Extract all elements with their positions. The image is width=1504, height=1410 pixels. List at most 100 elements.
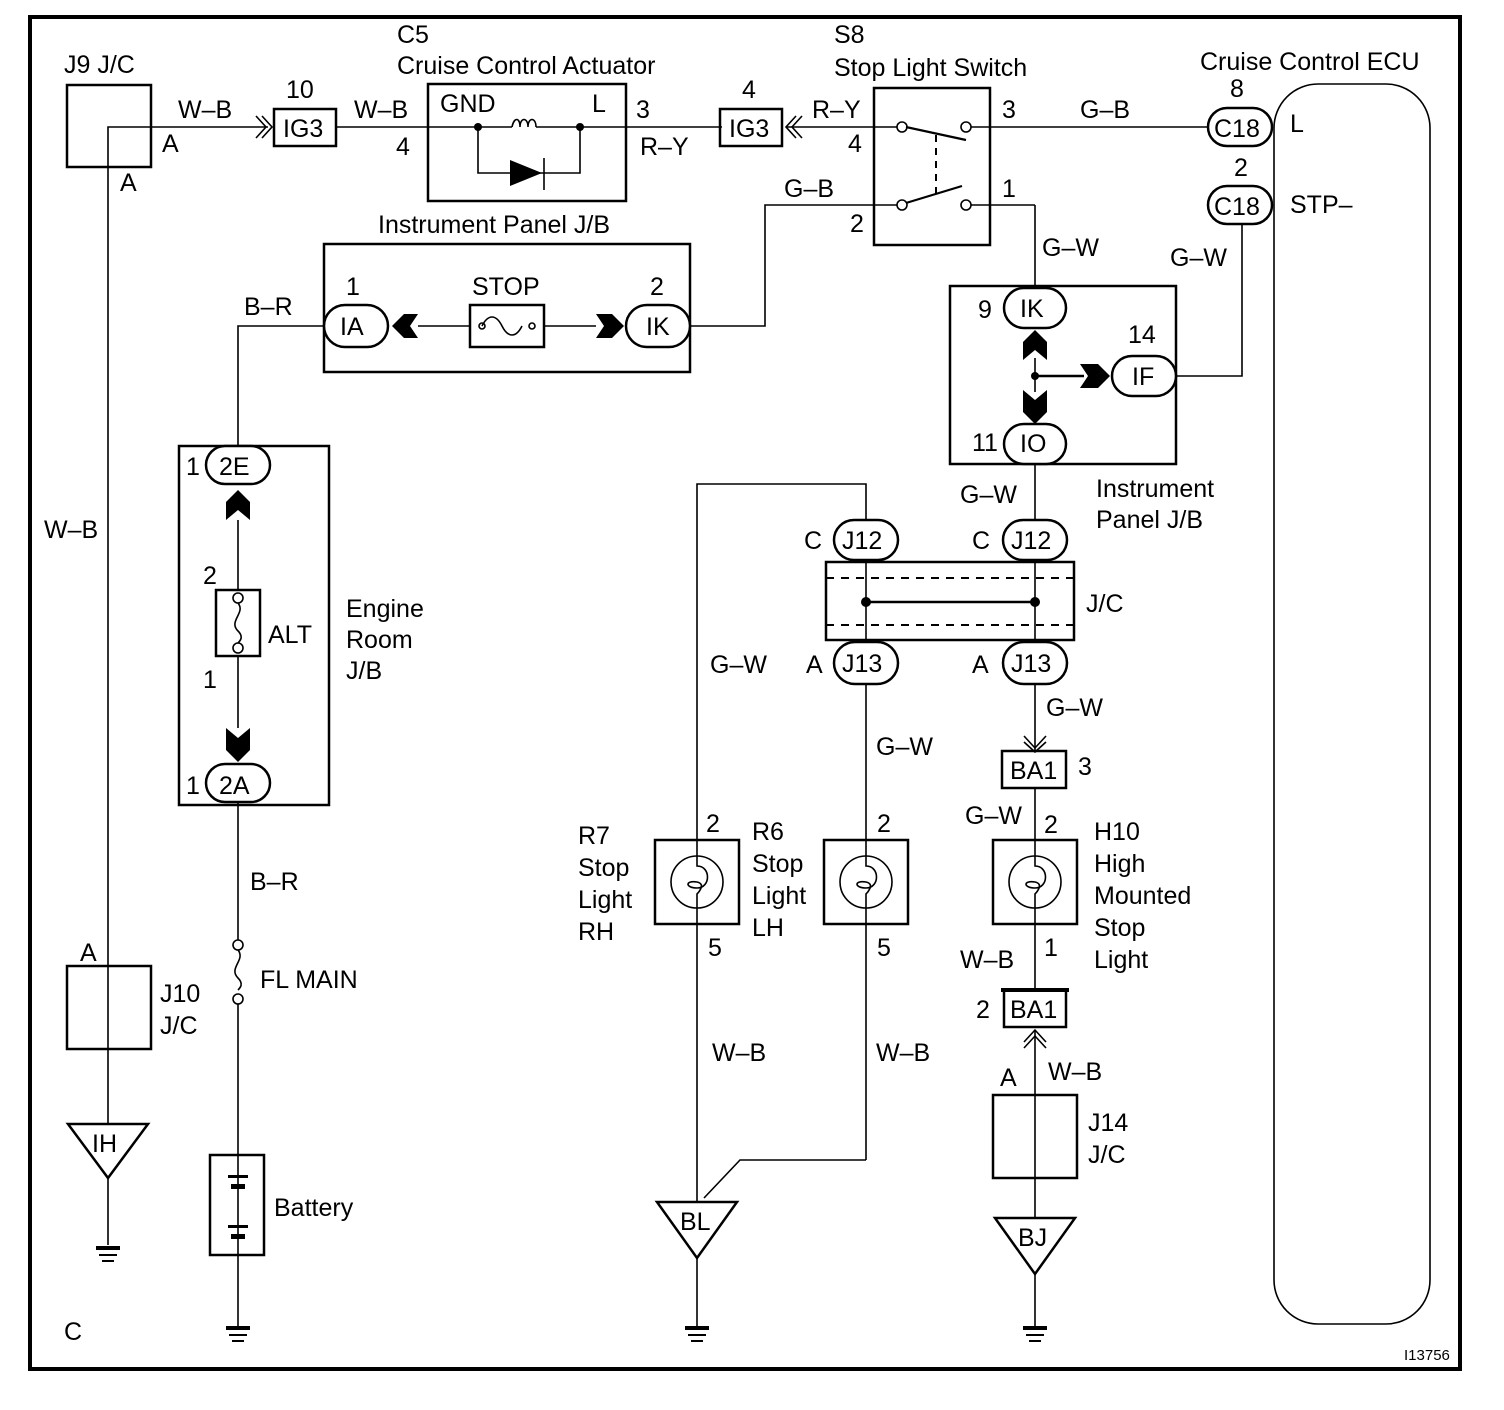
j14-line1: J14 [1088, 1109, 1128, 1137]
diode-icon [510, 160, 542, 186]
wire-label-gw-4: G–W [710, 651, 767, 679]
ig3-right-pin: 4 [742, 76, 756, 104]
jc-j13-right-label: J13 [1011, 650, 1051, 678]
erjb-fuse-pin-top: 2 [203, 562, 217, 590]
erjb-fuse-pin-bottom: 1 [203, 666, 217, 694]
ig3-right-label: IG3 [729, 115, 769, 143]
jc-j12-left-label: J12 [842, 527, 882, 555]
wire-label-gw-1: G–W [1042, 234, 1099, 262]
wire-label-gw-7: G–W [965, 802, 1022, 830]
figure-id: I13756 [1404, 1347, 1450, 1364]
ipjb-ik-pin: 2 [650, 273, 664, 301]
connector-arrow-icon [1080, 364, 1110, 388]
r6-line1: R6 [752, 818, 784, 846]
ba1-bottom-pin: 2 [976, 996, 990, 1024]
bulb-icon [856, 840, 878, 924]
h10-line4: Stop [1094, 914, 1145, 942]
r6-line3: Light [752, 882, 806, 910]
r6-line4: LH [752, 914, 784, 942]
wire-label-gw-3: G–W [960, 481, 1017, 509]
j14-junction-connector: J14 J/C [991, 1093, 1128, 1180]
fl-main-fusible-link: FL MAIN [232, 939, 358, 1005]
ipjb-ik-label: IK [646, 313, 670, 341]
ecu-c18-bottom-pin: 2 [1234, 154, 1248, 182]
c5-pin-out: 3 [636, 96, 650, 124]
erjb-fuse-label: ALT [268, 621, 312, 649]
instrument-panel-jb-top: Instrument Panel J/B 1 IA STOP 2 IK [322, 211, 692, 374]
ecu-c18-top-pin: 8 [1230, 75, 1244, 103]
ipjb2-io-label: IO [1020, 430, 1046, 458]
wire-wb-j9-ig3 [107, 126, 268, 1140]
c5-code: C5 [397, 21, 429, 49]
fuse-icon [481, 316, 523, 336]
s8-stop-light-switch: S8 Stop Light Switch 4 3 2 1 [834, 21, 1027, 247]
wire-label-gb-1: G–B [1080, 96, 1130, 124]
connector-arrow-icon [596, 314, 624, 338]
ig3-left-pin: 10 [286, 76, 314, 104]
ipjb-ia-pin: 1 [346, 273, 360, 301]
ecu-c18-bottom-label: C18 [1214, 193, 1260, 221]
h10-pin-top: 2 [1044, 811, 1058, 839]
ground-icon [96, 1246, 120, 1262]
ba1-bottom-connector: BA1 2 [976, 988, 1069, 1029]
r6-pin-top: 2 [877, 810, 891, 838]
connector-arrow-icon [1023, 330, 1047, 360]
r7-pin-bottom: 5 [708, 934, 722, 962]
r6-line2: Stop [752, 850, 803, 878]
jc-j13-left-pin: A [806, 651, 823, 679]
wire-label-wb-left: W–B [44, 516, 98, 544]
ig3-right-connector: 4 IG3 [718, 76, 784, 148]
ecu-term-stp: STP– [1290, 191, 1353, 219]
instrument-panel-jb-right: 9 IK 14 IF 11 IO Instrument Panel J/B [948, 284, 1214, 534]
wire-label-br-2: B–R [250, 868, 299, 896]
ipjb2-title-2: Panel J/B [1096, 506, 1203, 534]
wire-label-br-1: B–R [244, 293, 293, 321]
wire-label-gw-5: G–W [876, 733, 933, 761]
h10-line3: Mounted [1094, 882, 1191, 910]
r7-line3: Light [578, 886, 632, 914]
ba1-top-label: BA1 [1010, 757, 1057, 785]
j9-title: J9 J/C [64, 51, 135, 79]
c5-gnd-label: GND [440, 90, 496, 118]
fl-main-label: FL MAIN [260, 966, 358, 994]
ipjb-ia-label: IA [340, 313, 364, 341]
connector-arrow-icon [392, 314, 418, 338]
j14-pin: A [1000, 1064, 1017, 1092]
c5-title: Cruise Control Actuator [397, 52, 655, 80]
erjb-2a-label: 2A [219, 772, 250, 800]
ipjb2-ik-label: IK [1020, 295, 1044, 323]
s8-pin-1: 1 [1002, 175, 1016, 203]
r7-stop-light-rh: R7 Stop Light RH 2 5 [578, 810, 741, 962]
connector-arrow-icon [255, 115, 274, 139]
r7-line2: Stop [578, 854, 629, 882]
c5-l-label: L [592, 90, 606, 118]
ecu-term-l: L [1290, 110, 1304, 138]
jc-title: J/C [1086, 590, 1124, 618]
wire-label-wb-5: W–B [960, 946, 1014, 974]
ground-point-ih: IH [65, 1122, 151, 1262]
s8-pin-2: 2 [850, 210, 864, 238]
h10-pin-bottom: 1 [1044, 934, 1058, 962]
j9-pin-bottom: A [120, 169, 137, 197]
fusible-link-icon [234, 602, 242, 644]
battery-label: Battery [274, 1194, 354, 1222]
corner-label: C [64, 1318, 82, 1346]
jc-j12-left-pin: C [804, 527, 822, 555]
j9-junction-connector: J9 J/C A A [64, 51, 179, 197]
ground-point-bj: BJ [992, 1216, 1078, 1342]
wire-label-gb-2: G–B [784, 175, 834, 203]
connector-arrow-icon [226, 490, 250, 520]
wire-label-wb-6: W–B [1048, 1058, 1102, 1086]
s8-title: Stop Light Switch [834, 54, 1027, 82]
coil-icon [511, 118, 537, 128]
ipjb2-if-label: IF [1132, 363, 1154, 391]
erjb-title-1: Engine [346, 595, 424, 623]
ecu-title: Cruise Control ECU [1200, 48, 1420, 76]
wire-label-ry-2: R–Y [812, 96, 861, 124]
wire-label-gw-6: G–W [1046, 694, 1103, 722]
h10-line5: Light [1094, 946, 1148, 974]
r7-line1: R7 [578, 822, 610, 850]
connector-arrow-icon [226, 728, 250, 762]
r6-stop-light-lh: R6 Stop Light LH 2 5 [752, 810, 910, 962]
